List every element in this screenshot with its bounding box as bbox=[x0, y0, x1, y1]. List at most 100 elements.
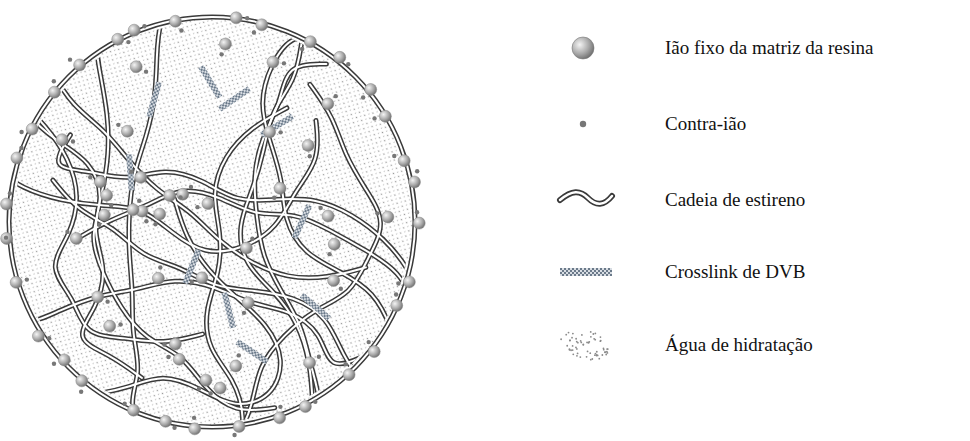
counter-ion bbox=[278, 130, 282, 134]
fixed-ion bbox=[322, 210, 334, 222]
fixed-ion bbox=[58, 354, 70, 366]
fixed-ion bbox=[128, 404, 140, 416]
counter-ion bbox=[334, 94, 338, 98]
counter-ion bbox=[88, 175, 92, 179]
hydration-dot bbox=[582, 344, 584, 346]
counter-ion bbox=[219, 52, 223, 56]
legend-label: Ião fixo da matriz da resina bbox=[665, 37, 873, 58]
fixed-ion bbox=[48, 86, 60, 98]
hydration-dot bbox=[596, 351, 598, 353]
crosslink-sample bbox=[560, 268, 612, 276]
fixed-ion bbox=[160, 415, 172, 427]
fixed-ion bbox=[169, 338, 181, 350]
styrene-strand bbox=[82, 0, 175, 378]
counter-ion bbox=[366, 340, 370, 344]
bead-body bbox=[9, 17, 415, 427]
hydration-dot bbox=[595, 353, 597, 355]
styrene-strands bbox=[0, 0, 423, 441]
hydration-dot bbox=[569, 340, 571, 342]
hydration-dot bbox=[587, 342, 589, 344]
hydration-dot bbox=[572, 349, 574, 351]
hydration-dot bbox=[597, 355, 599, 357]
fixed-ion bbox=[398, 155, 410, 167]
dvb-crosslink bbox=[222, 292, 236, 328]
fixed-ion bbox=[274, 182, 286, 194]
counter-ion bbox=[308, 154, 312, 158]
counter-ion bbox=[242, 311, 246, 315]
counter-ion bbox=[178, 195, 182, 199]
fixed-ion bbox=[382, 211, 394, 223]
hydration-dot bbox=[581, 334, 583, 336]
counter-ion bbox=[195, 205, 199, 209]
fixed-ion bbox=[240, 242, 252, 254]
fixed-ion bbox=[214, 382, 226, 394]
counter-ion bbox=[278, 405, 282, 409]
hydration-dot bbox=[599, 340, 601, 342]
styrene-strand-inner bbox=[58, 135, 423, 344]
hydration-dot bbox=[575, 347, 577, 349]
fixed-ion bbox=[135, 171, 147, 183]
fixed-ion bbox=[10, 276, 22, 288]
hydration-dot bbox=[587, 351, 589, 353]
styrene-strand bbox=[14, 60, 275, 411]
hydration-dot bbox=[569, 339, 571, 341]
counter-ion bbox=[144, 69, 148, 73]
counter-ion bbox=[272, 196, 276, 200]
fixed-ion bbox=[32, 330, 44, 342]
bead-outline bbox=[9, 17, 415, 427]
counter-ion bbox=[52, 362, 56, 366]
counter-ion bbox=[245, 16, 249, 20]
fixed-ion bbox=[173, 353, 185, 365]
counter-ion bbox=[232, 433, 236, 437]
fixed-ion bbox=[11, 152, 23, 164]
counter-ion bbox=[116, 123, 120, 127]
fixed-ion bbox=[196, 272, 208, 284]
hydration-dot bbox=[572, 353, 574, 355]
counter-ion bbox=[109, 203, 113, 207]
dvb-crosslink bbox=[292, 204, 312, 239]
fixed-ion bbox=[304, 36, 316, 48]
counter-ion bbox=[300, 47, 304, 51]
hydration-dot bbox=[570, 349, 572, 351]
fixed-ion bbox=[274, 412, 286, 424]
counter-ion bbox=[153, 222, 157, 226]
counter-ion bbox=[47, 336, 51, 340]
fixed-ion bbox=[233, 420, 245, 432]
fixed-ion bbox=[177, 188, 189, 200]
dvb-crosslink bbox=[126, 154, 134, 190]
fixed-ion bbox=[302, 139, 314, 151]
fixed-ion bbox=[56, 134, 68, 146]
hydration-dot bbox=[571, 337, 573, 339]
legend-entry: Ião fixo da matriz da resina bbox=[665, 37, 873, 59]
fixed-ion bbox=[200, 374, 212, 386]
counter-ion bbox=[97, 223, 101, 227]
fixed-ion bbox=[299, 401, 311, 413]
counter-ion bbox=[79, 390, 83, 394]
hydration-dot bbox=[575, 338, 577, 340]
fixed-ion bbox=[391, 299, 403, 311]
styrene-strand-inner bbox=[245, 64, 327, 441]
hydration-dot bbox=[588, 341, 590, 343]
counter-ion bbox=[126, 40, 130, 44]
hydration-dot bbox=[600, 340, 602, 342]
fixed-ion bbox=[130, 61, 142, 73]
fixed-ion bbox=[403, 276, 415, 288]
hydration-dot bbox=[569, 348, 571, 350]
hydration-dot bbox=[604, 351, 606, 353]
hydration-dot bbox=[590, 359, 592, 361]
counter-ion bbox=[208, 391, 212, 395]
hydration-dot bbox=[568, 332, 570, 334]
hydration-dot bbox=[565, 334, 567, 336]
fixed-ion bbox=[128, 24, 140, 36]
dvb-crosslink bbox=[300, 293, 331, 321]
hydration-dot bbox=[579, 356, 581, 358]
counter-ion bbox=[392, 154, 396, 158]
counter-ion bbox=[52, 79, 56, 83]
dvb-crosslink bbox=[260, 114, 294, 138]
counter-ion bbox=[313, 400, 317, 404]
hydration-dot bbox=[607, 348, 609, 350]
fixed-ion bbox=[26, 123, 38, 135]
hydration-dot bbox=[566, 345, 568, 347]
hydration-dot bbox=[576, 355, 578, 357]
